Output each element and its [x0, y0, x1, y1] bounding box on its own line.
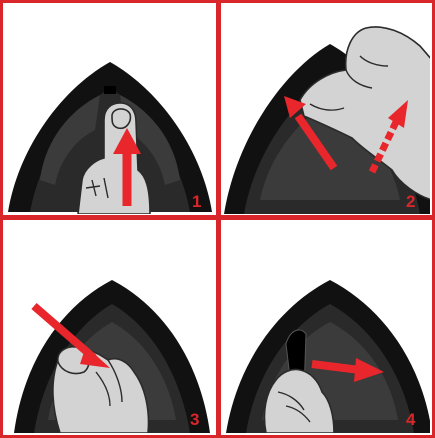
helmet-vent [104, 86, 116, 94]
step-number-2: 2 [406, 192, 415, 211]
step-number-1: 1 [192, 192, 201, 211]
step-number-4: 4 [406, 410, 416, 429]
step-number-3: 3 [190, 410, 199, 429]
frame-divider-horizontal [0, 215, 435, 220]
panel-3 [14, 280, 210, 433]
panel-1 [8, 62, 212, 214]
panel-2 [224, 27, 432, 214]
panel-4 [226, 280, 432, 433]
thumbnail [112, 109, 130, 128]
